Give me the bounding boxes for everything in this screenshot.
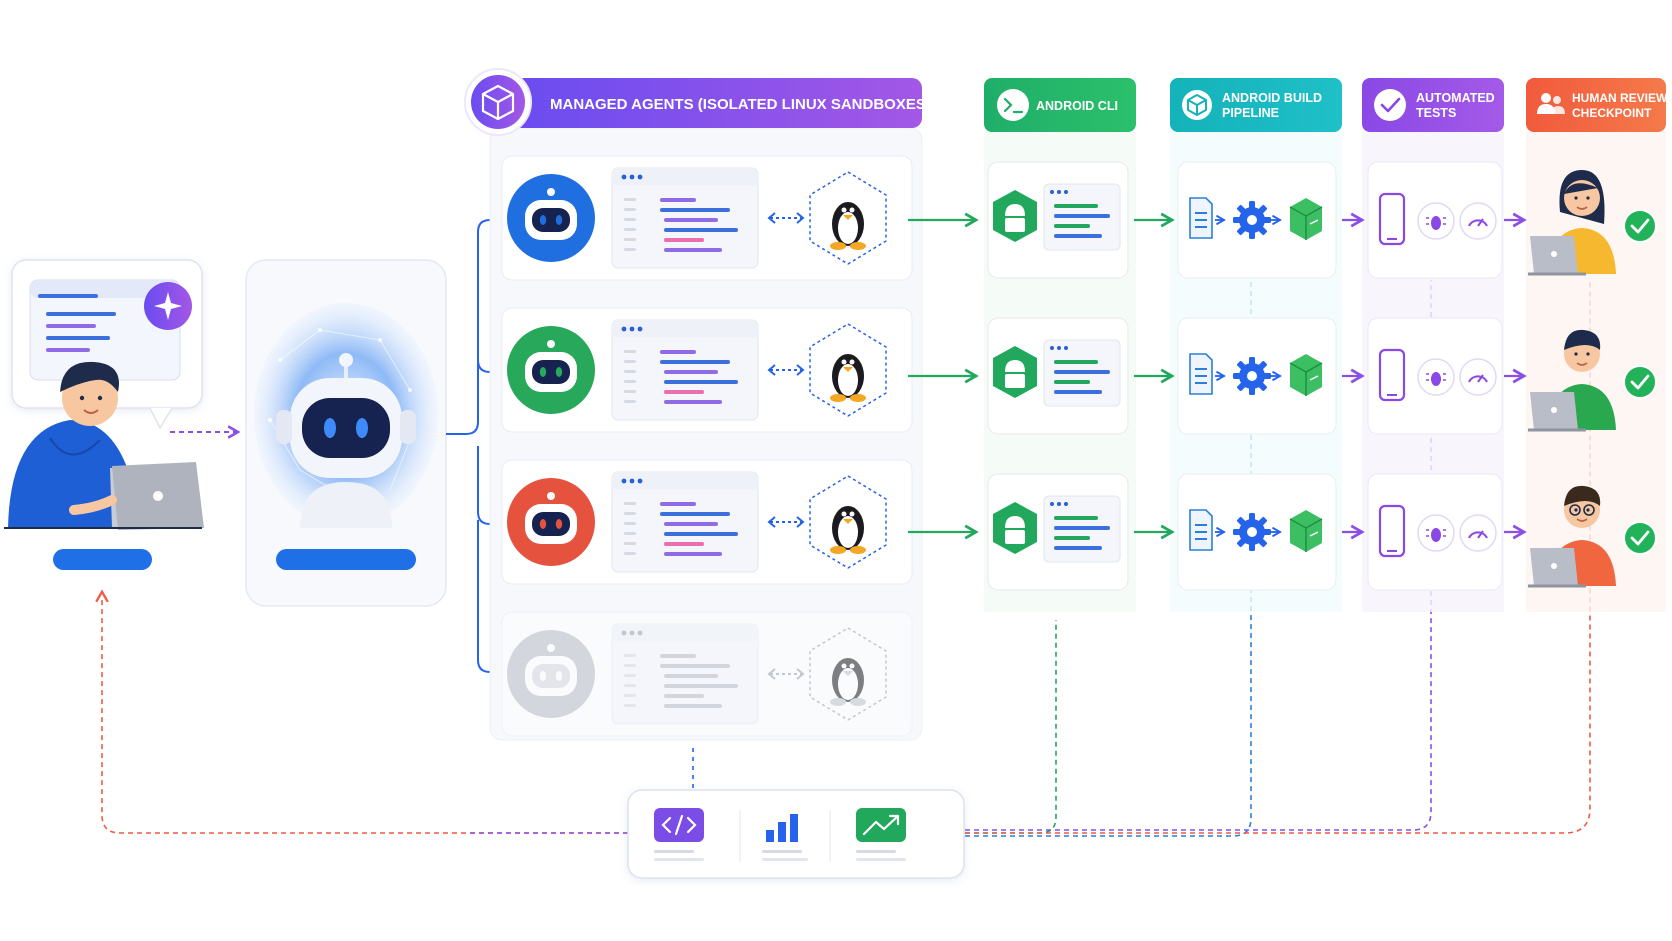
android-cli-title: ANDROID CLI (1036, 99, 1118, 113)
agent-row (501, 459, 913, 585)
orchestrator-robot (245, 259, 447, 607)
document-icon (1189, 353, 1213, 395)
reviewer-avatar (1528, 485, 1616, 588)
android-build-header (1170, 78, 1342, 132)
android-build-title-1: ANDROID BUILD (1222, 91, 1322, 105)
automated-tests-title-1: AUTOMATED (1416, 91, 1495, 105)
code-icon (654, 808, 704, 861)
pipeline-row (908, 161, 1657, 279)
checkmark-icon (1380, 97, 1401, 113)
bottom-tools-panel (627, 789, 965, 879)
phone-icon (1378, 192, 1406, 246)
automated-tests-title-2: TESTS (1416, 106, 1456, 120)
users-icon (1537, 93, 1565, 114)
document-icon (1189, 509, 1213, 551)
agent-row (501, 307, 913, 433)
android-build-title-2: PIPELINE (1222, 106, 1279, 120)
reviewer-avatar (1528, 329, 1616, 432)
trend-chart-icon (856, 808, 906, 861)
agent-row (501, 155, 913, 281)
pipeline-row (908, 473, 1657, 591)
phone-icon (1378, 348, 1406, 402)
terminal-icon (1003, 97, 1024, 114)
approved-check-icon (1623, 209, 1657, 243)
approved-check-icon (1623, 521, 1657, 555)
managed-agents-header (464, 68, 922, 136)
human-review-title-1: HUMAN REVIEW (1572, 91, 1668, 105)
android-cli-header (984, 78, 1136, 132)
cube-icon (481, 84, 515, 121)
user-section (4, 259, 204, 570)
agent-row (501, 611, 913, 737)
user-avatar (4, 361, 204, 530)
pipeline-row (908, 317, 1657, 435)
bar-chart-icon (762, 814, 808, 861)
feedback-lines (95, 280, 1591, 837)
approved-check-icon (1623, 365, 1657, 399)
package-icon (1187, 94, 1207, 116)
human-review-header (1526, 78, 1666, 132)
reviewer-avatar (1528, 170, 1616, 276)
managed-agents-title: MANAGED AGENTS (ISOLATED LINUX SANDBOXES… (550, 96, 931, 113)
human-review-title-2: CHECKPOINT (1572, 106, 1652, 120)
automated-tests-header (1362, 78, 1504, 132)
document-icon (1189, 197, 1213, 239)
phone-icon (1378, 504, 1406, 558)
